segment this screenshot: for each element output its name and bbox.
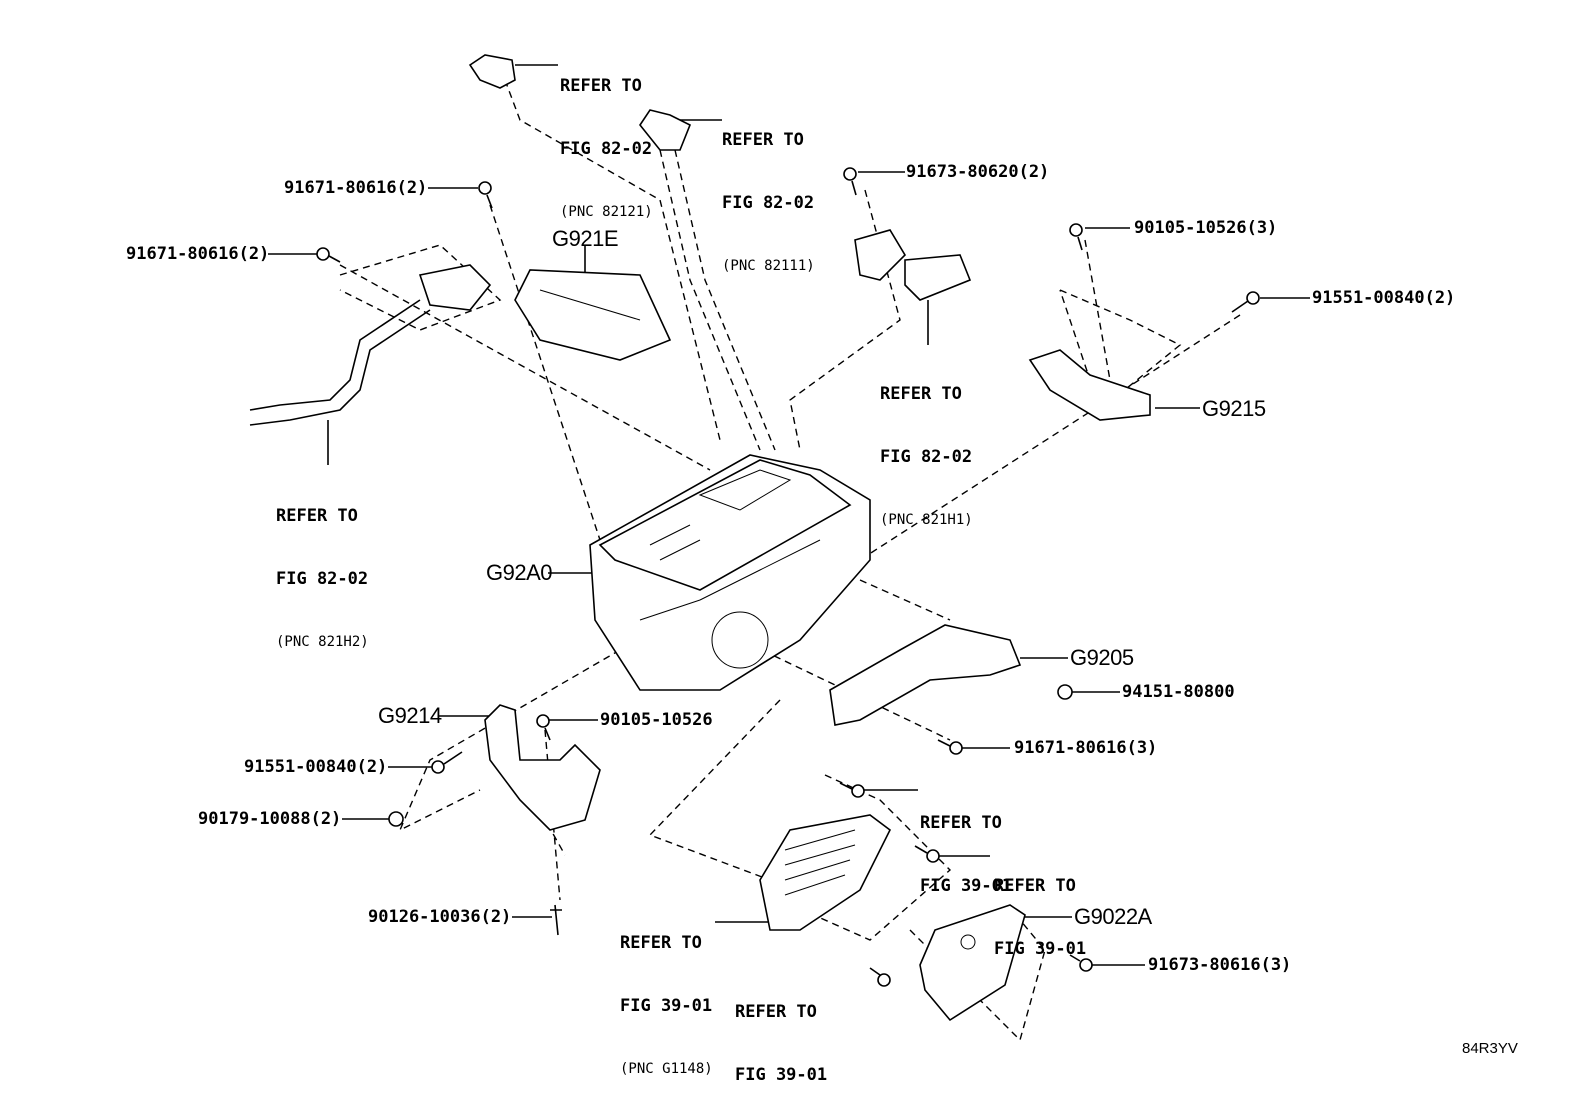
part-number-91671-3: 91671-80616(3): [1014, 738, 1158, 758]
refer-label: REFER TO: [276, 506, 358, 526]
part-number-91673-top: 91673-80620(2): [906, 162, 1050, 182]
refer-fig: FIG 39-01: [994, 939, 1087, 959]
part-number-91551-left: 91551-00840(2): [244, 757, 388, 777]
g9022a-cover: [919, 904, 1026, 1022]
refer-callout-3901-a: REFER TO FIG 39-01: [920, 771, 1012, 918]
connector-82121: [468, 54, 516, 89]
code-g9214: G9214: [378, 703, 442, 728]
refer-label: REFER TO: [920, 813, 1002, 833]
part-number-91673-3: 91673-80616(3): [1148, 955, 1292, 975]
part-number-90105-3: 90105-10526(3): [1134, 218, 1278, 238]
refer-fig: FIG 39-01: [920, 876, 1013, 896]
part-number-91551-right: 91551-00840(2): [1312, 288, 1456, 308]
refer-callout-3901-c: REFER TO FIG 39-01: [735, 960, 827, 1107]
refer-pnc: (PNC G1148): [620, 1061, 713, 1077]
refer-label: REFER TO: [880, 384, 962, 404]
refer-callout-82111: REFER TO FIG 82-02 (PNC 82111): [722, 88, 815, 298]
refer-callout-82121: REFER TO FIG 82-02 (PNC 82121): [560, 34, 653, 244]
cable-821h2: [249, 264, 492, 426]
refer-fig: FIG 82-02: [722, 193, 815, 213]
part-number-90105: 90105-10526: [600, 710, 713, 730]
refer-label: REFER TO: [735, 1002, 817, 1022]
code-g9022a: G9022A: [1074, 904, 1152, 929]
part-number-91671-top: 91671-80616(2): [284, 178, 428, 198]
refer-fig: FIG 39-01: [620, 996, 713, 1016]
assembly-guide-lines: [339, 79, 1241, 1042]
code-g9215: G9215: [1202, 396, 1266, 421]
refer-callout-g1148: REFER TO FIG 39-01 (PNC G1148): [620, 891, 713, 1101]
inverter-assembly: [589, 454, 871, 691]
part-number-94151: 94151-80800: [1122, 682, 1235, 702]
part-number-90126: 90126-10036(2): [368, 907, 512, 927]
refer-callout-821h2: REFER TO FIG 82-02 (PNC 821H2): [276, 464, 369, 674]
refer-fig: FIG 39-01: [735, 1065, 828, 1085]
connector-82111: [639, 109, 692, 151]
refer-label: REFER TO: [620, 933, 702, 953]
cable-821h1: [854, 229, 972, 301]
refer-fig: FIG 82-02: [276, 569, 369, 589]
refer-fig: FIG 82-02: [560, 139, 653, 159]
fasteners: [316, 167, 1260, 987]
part-number-91671-left: 91671-80616(2): [126, 244, 270, 264]
code-g921e: G921E: [552, 226, 619, 251]
g9214-bracket: [484, 704, 601, 831]
refer-callout-3901-b: REFER TO FIG 39-01: [994, 834, 1086, 981]
cooler-g1148: [759, 814, 892, 931]
part-number-90179: 90179-10088(2): [198, 809, 342, 829]
refer-pnc: (PNC 821H1): [880, 512, 973, 528]
refer-callout-821h1: REFER TO FIG 82-02 (PNC 821H1): [880, 342, 973, 552]
refer-label: REFER TO: [560, 76, 642, 96]
code-g92a0: G92A0: [486, 560, 553, 585]
refer-pnc: (PNC 821H2): [276, 634, 369, 650]
refer-pnc: (PNC 82121): [560, 204, 653, 220]
g921e-cover: [514, 269, 672, 361]
refer-fig: FIG 82-02: [880, 447, 973, 467]
refer-label: REFER TO: [994, 876, 1076, 896]
g9205-bracket: [829, 624, 1022, 726]
figure-id: 84R3YV: [1462, 1040, 1518, 1057]
g9215-bracket: [1028, 349, 1151, 421]
refer-pnc: (PNC 82111): [722, 258, 815, 274]
refer-label: REFER TO: [722, 130, 804, 150]
code-g9205: G9205: [1070, 645, 1134, 670]
